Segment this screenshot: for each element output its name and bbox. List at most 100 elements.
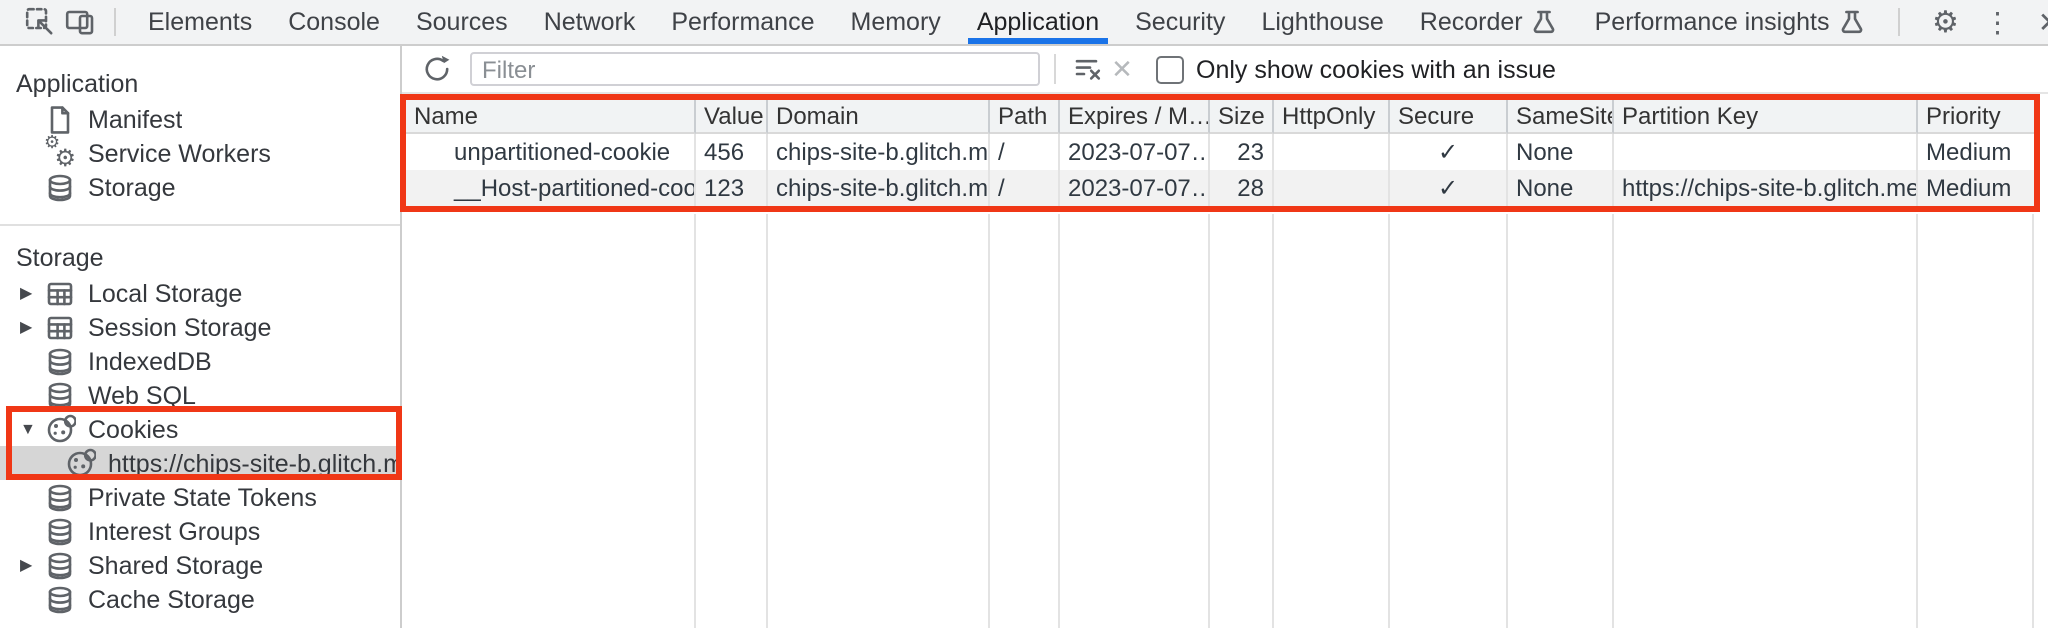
delete-all-cookies-button[interactable]: ✕: [1104, 51, 1140, 87]
cell-partition-key[interactable]: https://chips-site-b.glitch.me: [1614, 170, 1918, 206]
cell-domain[interactable]: chips-site-b.glitch.me: [768, 134, 990, 170]
column-header-samesite[interactable]: SameSite: [1508, 100, 1614, 134]
empty-column: [1614, 214, 1918, 628]
sidebar-item-cache-storage[interactable]: Cache Storage: [0, 582, 400, 616]
toolbar-divider: [1054, 54, 1056, 84]
sidebar-item-label: IndexedDB: [88, 347, 212, 375]
sidebar-item-cookies[interactable]: ▼ Cookies: [0, 412, 400, 446]
sidebar-item-cookie-origin[interactable]: https://chips-site-b.glitch.me: [0, 446, 400, 480]
database-icon: [44, 515, 76, 547]
cell-samesite[interactable]: None: [1508, 134, 1614, 170]
only-issues-checkbox[interactable]: [1156, 55, 1184, 83]
cell-name[interactable]: __Host-partitioned-cookie: [406, 170, 696, 206]
cell-expires[interactable]: 2023-07-07…: [1060, 170, 1210, 206]
tab-performance-insights[interactable]: Performance insights: [1577, 0, 1884, 44]
tab-elements[interactable]: Elements: [130, 0, 270, 44]
cell-value[interactable]: 456: [696, 134, 768, 170]
close-devtools-button[interactable]: ✕: [2029, 2, 2048, 42]
tab-performance[interactable]: Performance: [653, 0, 832, 44]
sidebar-item-service-workers[interactable]: ⚙⚙ Service Workers: [0, 132, 400, 170]
sidebar-item-shared-storage[interactable]: ▶ Shared Storage: [0, 548, 400, 582]
empty-column: [1508, 214, 1614, 628]
column-header-httponly[interactable]: HttpOnly: [1274, 100, 1390, 134]
sidebar-item-indexeddb[interactable]: IndexedDB: [0, 344, 400, 378]
tab-label: Security: [1135, 8, 1226, 36]
column-header-domain[interactable]: Domain: [768, 100, 990, 134]
cell-value[interactable]: 123: [696, 170, 768, 206]
table-row[interactable]: __Host-partitioned-cookie 123 chips-site…: [406, 170, 2034, 206]
cell-path[interactable]: /: [990, 170, 1060, 206]
inspect-element-button[interactable]: [20, 2, 60, 42]
cell-httponly[interactable]: [1274, 170, 1390, 206]
cookies-toolbar: ✕ Only show cookies with an issue: [402, 46, 2048, 94]
sidebar-item-manifest[interactable]: Manifest: [0, 102, 400, 136]
cell-samesite[interactable]: None: [1508, 170, 1614, 206]
column-header-secure[interactable]: Secure: [1390, 100, 1508, 134]
cell-partition-key[interactable]: [1614, 134, 1918, 170]
cell-size[interactable]: 28: [1210, 170, 1274, 206]
tab-recorder[interactable]: Recorder: [1402, 0, 1577, 44]
cell-name[interactable]: unpartitioned-cookie: [406, 134, 696, 170]
cell-secure[interactable]: ✓: [1390, 134, 1508, 170]
sidebar-item-web-sql[interactable]: Web SQL: [0, 378, 400, 412]
cell-priority[interactable]: Medium: [1918, 170, 2034, 206]
cell-size[interactable]: 23: [1210, 134, 1274, 170]
sidebar-item-interest-groups[interactable]: Interest Groups: [0, 514, 400, 548]
cell-httponly[interactable]: [1274, 134, 1390, 170]
settings-button[interactable]: ⚙: [1925, 2, 1965, 42]
cell-expires[interactable]: 2023-07-07…: [1060, 134, 1210, 170]
filter-input[interactable]: [470, 52, 1040, 86]
column-header-name[interactable]: Name: [406, 100, 696, 134]
empty-column: [1390, 214, 1508, 628]
table-icon: [44, 277, 76, 309]
tab-application[interactable]: Application: [959, 0, 1117, 44]
tab-label: Sources: [415, 8, 508, 36]
tabbar-right-controls: ⚙ ⋮ ✕: [1883, 2, 2048, 42]
tab-console[interactable]: Console: [270, 0, 398, 44]
column-header-size[interactable]: Size: [1210, 100, 1274, 134]
sidebar-item-session-storage[interactable]: ▶ Session Storage: [0, 310, 400, 344]
device-toolbar-icon: [65, 10, 94, 35]
more-options-button[interactable]: ⋮: [1977, 2, 2017, 42]
file-icon: [44, 103, 76, 135]
chevron-right-icon[interactable]: ▶: [20, 556, 33, 574]
table-icon: [44, 311, 76, 343]
tab-sources[interactable]: Sources: [398, 0, 526, 44]
column-header-partition-key[interactable]: Partition Key: [1614, 100, 1918, 134]
tabbar-left-controls: [0, 2, 130, 42]
tab-network[interactable]: Network: [526, 0, 654, 44]
cell-path[interactable]: /: [990, 134, 1060, 170]
empty-column: [1918, 214, 2034, 628]
cell-secure[interactable]: ✓: [1390, 170, 1508, 206]
tab-label: Application: [976, 8, 1100, 36]
chevron-down-icon[interactable]: ▼: [20, 420, 36, 438]
chevron-right-icon[interactable]: ▶: [20, 318, 33, 336]
table-header-row: Name Value Domain Path Expires / M… Size…: [406, 100, 2034, 134]
tab-security[interactable]: Security: [1117, 0, 1243, 44]
empty-column: [406, 214, 696, 628]
refresh-button[interactable]: [418, 51, 454, 87]
sidebar-item-storage[interactable]: Storage: [0, 170, 400, 204]
chevron-right-icon[interactable]: ▶: [20, 284, 33, 302]
sidebar-item-label: Manifest: [88, 105, 183, 133]
cell-priority[interactable]: Medium: [1926, 138, 2012, 166]
column-header-expires[interactable]: Expires / M…: [1060, 100, 1210, 134]
table-row[interactable]: unpartitioned-cookie 456 chips-site-b.gl…: [406, 134, 2034, 170]
empty-column: [1274, 214, 1390, 628]
panel-tabs: Elements Console Sources Network Perform…: [130, 0, 1883, 44]
sidebar-item-local-storage[interactable]: ▶ Local Storage: [0, 276, 400, 310]
sidebar-item-private-state-tokens[interactable]: Private State Tokens: [0, 480, 400, 514]
toggle-device-toolbar-button[interactable]: [60, 2, 100, 42]
application-sidebar: Application Manifest ⚙⚙ Service Workers …: [0, 46, 402, 628]
cookies-panel: ✕ Only show cookies with an issue Name V…: [400, 46, 2048, 628]
tab-lighthouse[interactable]: Lighthouse: [1243, 0, 1401, 44]
column-header-path[interactable]: Path: [990, 100, 1060, 134]
cell-domain[interactable]: chips-site-b.glitch.me: [768, 170, 990, 206]
column-header-priority[interactable]: Priority: [1918, 100, 2034, 134]
column-header-value[interactable]: Value: [696, 100, 768, 134]
tab-memory[interactable]: Memory: [833, 0, 959, 44]
clear-filter-button[interactable]: [1068, 51, 1104, 87]
cancel-icon: ✕: [1111, 53, 1133, 83]
sidebar-item-label: https://chips-site-b.glitch.me: [108, 449, 400, 477]
